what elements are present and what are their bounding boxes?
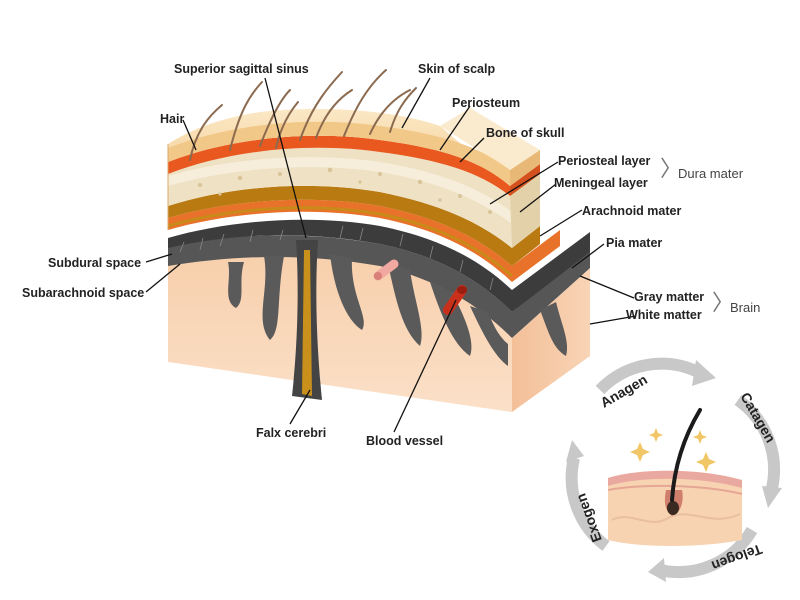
blood-vessel [443, 285, 467, 315]
cycle-label-catagen: Catagen [737, 390, 778, 446]
label-arachnoid-mater: Arachnoid mater [582, 204, 682, 218]
hair-shaft [670, 408, 702, 502]
brain-side-face [510, 268, 590, 412]
brain-brace: 〉 [712, 290, 735, 315]
group-brain: Brain [730, 300, 761, 315]
hair-cycle-inset: Anagen Catagen Telogen Exogen [565, 357, 782, 582]
meningeal-layer [168, 199, 560, 282]
label-subdural-space: Subdural space [48, 256, 142, 270]
sulci [228, 254, 568, 366]
label-gray-matter: Gray matter [634, 290, 705, 304]
label-periosteal-layer: Periosteal layer [558, 154, 651, 168]
label-pia-mater: Pia mater [606, 236, 663, 250]
sparkles [630, 428, 716, 472]
label-bone-of-skull: Bone of skull [486, 126, 565, 140]
label-white-matter: White matter [626, 308, 702, 322]
arachnoid-layer [168, 219, 590, 312]
label-subarachnoid-space: Subarachnoid space [22, 286, 145, 300]
trabeculae [179, 225, 494, 291]
dura-mater-brace: 〉 [660, 156, 683, 181]
periosteum [168, 135, 510, 196]
periosteal-layer [168, 185, 540, 266]
label-periosteum: Periosteum [452, 96, 521, 110]
hair-strands [189, 69, 417, 161]
brain-front-body [168, 255, 512, 412]
small-vessel [373, 259, 399, 281]
leader-lines [145, 77, 637, 433]
bone-pores [198, 167, 492, 214]
cycle-arrows [565, 357, 780, 578]
label-superior-sagittal-sinus: Superior sagittal sinus [174, 62, 309, 76]
label-falx-cerebri: Falx cerebri [256, 426, 327, 440]
label-meningeal-layer: Meningeal layer [554, 176, 648, 190]
group-dura-mater: Dura mater [678, 166, 744, 181]
label-blood-vessel: Blood vessel [366, 434, 444, 448]
cycle-arrow-heads [566, 360, 782, 582]
label-skin-of-scalp: Skin of scalp [418, 62, 496, 76]
label-hair: Hair [160, 112, 185, 126]
